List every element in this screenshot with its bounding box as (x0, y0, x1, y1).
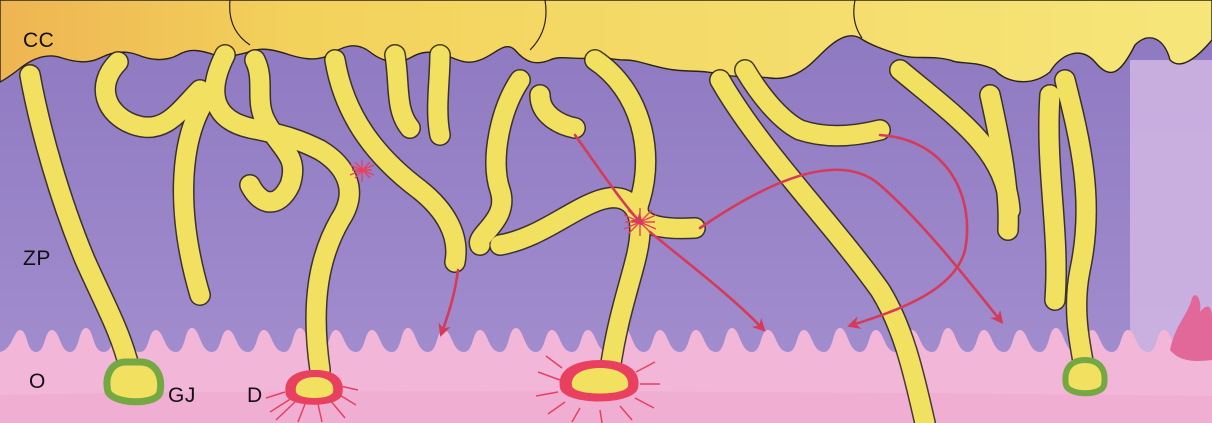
gap-junction-left (107, 362, 161, 402)
label-desmosome: D (247, 384, 263, 408)
label-corona-cells: CC (23, 29, 54, 53)
gap-junction-right (1065, 360, 1104, 393)
label-gap-junction: GJ (168, 384, 196, 408)
label-zona-pellucida: ZP (23, 247, 51, 271)
label-oocyte: O (29, 370, 46, 394)
